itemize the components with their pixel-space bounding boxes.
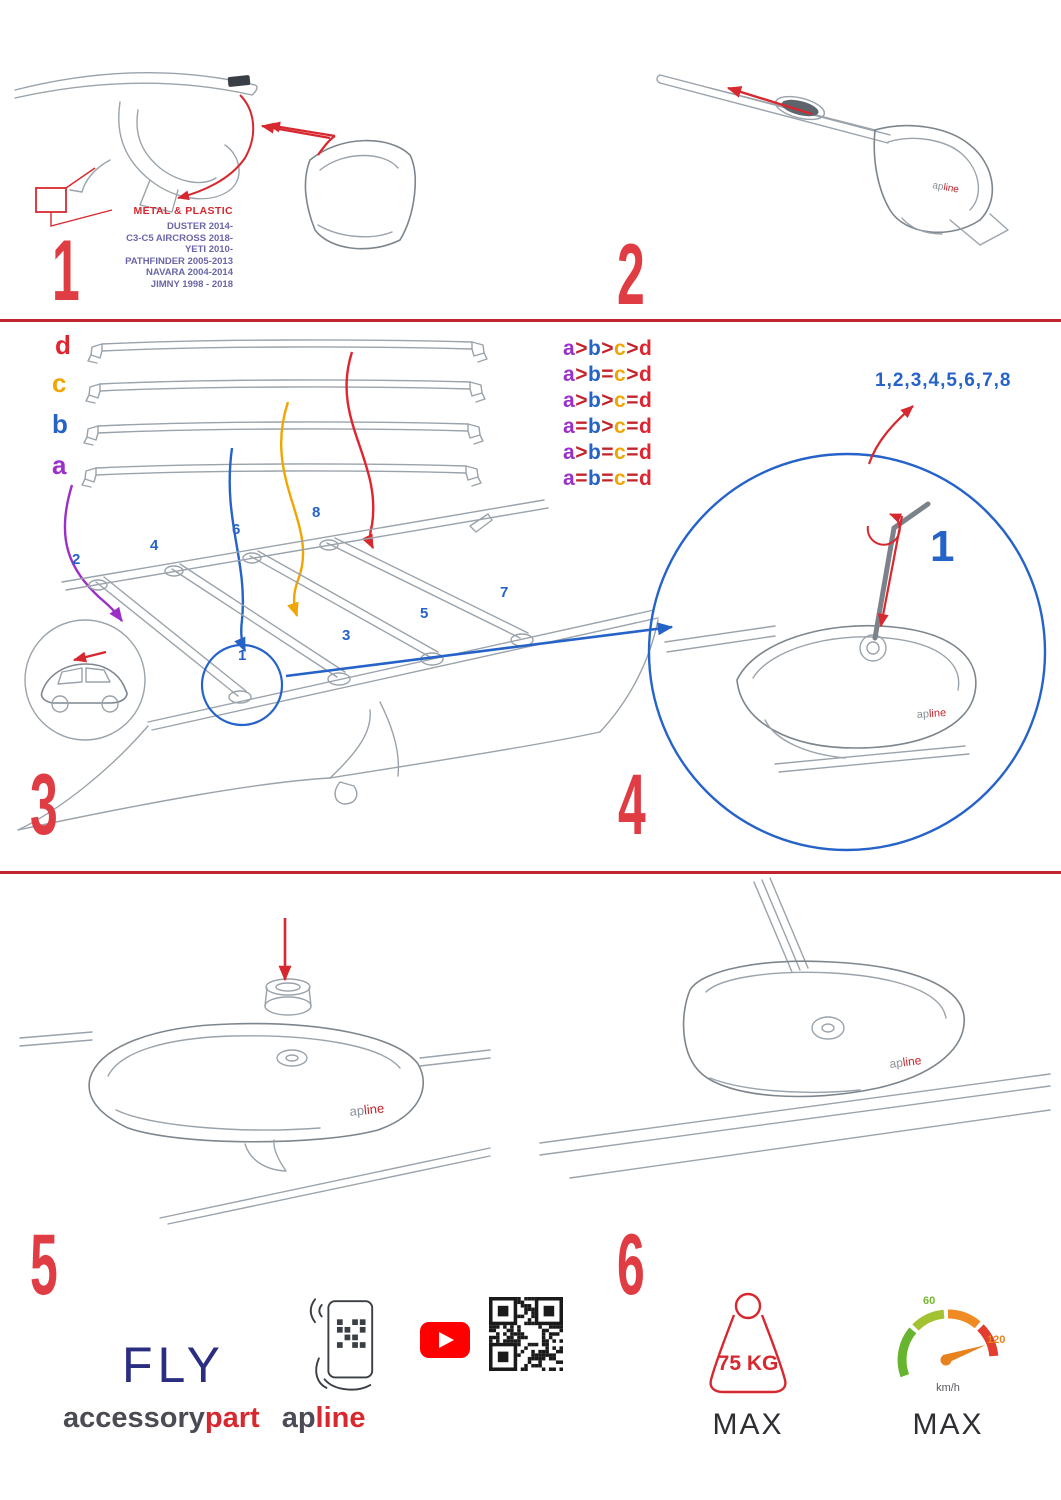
press-arrow [877, 515, 904, 628]
section-divider-top [0, 319, 1061, 322]
play-icon [439, 1332, 454, 1348]
step4-number: 4 [618, 757, 646, 853]
relation-row: a>b=c>d [563, 363, 653, 386]
position-4: 4 [150, 537, 159, 554]
product-logo-text: line [363, 1100, 385, 1117]
rotate-arrow [866, 513, 903, 546]
mounted-bars [88, 537, 534, 704]
needle [943, 1345, 986, 1365]
zoom-circle-drawing: apline [647, 405, 1047, 852]
brand-line: line [315, 1402, 366, 1434]
position-5: 5 [420, 605, 429, 622]
allen-key [872, 501, 931, 641]
speed-unit-label: km/h [936, 1382, 960, 1394]
guide-line-a [63, 484, 123, 622]
relation-row: a=b>c=d [563, 415, 653, 438]
product-logo-text: line [929, 707, 947, 720]
mounted-foot-drawing: apline [539, 877, 1051, 1179]
model-item: YETI 2010- [184, 244, 233, 255]
brand-part: part [204, 1402, 260, 1434]
bar-label-a: a [52, 450, 67, 480]
brand-accessory: accessory [63, 1402, 205, 1434]
logo-chip [227, 75, 251, 87]
car-inset [24, 619, 146, 741]
svg-text:apline: apline [349, 1100, 385, 1119]
guide-line-b [228, 447, 247, 653]
speed-max-label: MAX [912, 1408, 984, 1441]
highlight-circle [200, 643, 284, 727]
knob-drawing: apline [19, 918, 491, 1225]
qr-code [489, 1297, 563, 1371]
position-6: 6 [232, 521, 241, 538]
bar-c [85, 379, 486, 404]
bar-label-d: d [55, 330, 71, 360]
product-logo-text: ap [349, 1103, 365, 1119]
model-item: C3-C5 AIRCROSS 2018- [126, 232, 233, 244]
position-7: 7 [500, 584, 509, 601]
guide-line-c [279, 401, 305, 618]
guide-line-d [345, 351, 375, 550]
position-1: 1 [238, 647, 247, 664]
fly-logo: FLY [122, 1337, 225, 1393]
phone-qr-pattern [336, 1319, 366, 1348]
position-3: 3 [342, 627, 351, 644]
svg-text:apline: apline [931, 180, 960, 196]
material-label: METAL & PLASTIC [133, 205, 233, 217]
position-2: 2 [72, 551, 81, 568]
bar-a [81, 463, 482, 488]
roof-diagram [17, 339, 674, 831]
zoom-arrow [285, 622, 674, 678]
bar-label-b: b [52, 409, 68, 439]
car-body-sketch [17, 513, 659, 831]
step2-number: 2 [617, 227, 645, 323]
tightening-sequence: 1,2,3,4,5,6,7,8 [875, 370, 1012, 391]
bar-d [87, 339, 488, 364]
speed-low-label: 60 [923, 1295, 935, 1307]
step5-number: 5 [30, 1217, 58, 1313]
product-logo-text: ap [931, 180, 944, 193]
sequence-arrow [867, 405, 914, 465]
svg-text:apline: apline [916, 707, 946, 721]
model-list: DUSTER 2014-C3-C5 AIRCROSS 2018-YETI 201… [88, 221, 233, 290]
position-8: 8 [312, 504, 321, 521]
bar-label-c: c [52, 368, 67, 398]
step3-number: 3 [30, 757, 58, 853]
product-logo-text: line [902, 1053, 923, 1069]
relation-list: a>b>c>d a>b=c>d a>b>c=d a=b>c=d a>b=c=d a=b=c… [563, 336, 652, 492]
model-item: NAVARA 2004-2014 [146, 267, 233, 278]
relation-row: a>b>c>d [563, 337, 653, 360]
product-logo-text: ap [916, 708, 929, 721]
youtube-icon [420, 1322, 470, 1358]
step2-drawing: apline [656, 74, 1009, 246]
model-item: DUSTER 2014- [167, 221, 233, 232]
relation-row: a=b=c=d [563, 467, 653, 490]
relation-row: a>b>c=d [563, 389, 653, 412]
step6-number: 6 [617, 1217, 645, 1313]
callout-number: 1 [930, 522, 955, 571]
product-logo-text: ap [889, 1055, 904, 1071]
zoom-circle [647, 452, 1047, 852]
step1-drawing [14, 71, 416, 250]
svg-text:apline: apline [889, 1053, 923, 1071]
phone-scan-icon [309, 1298, 374, 1391]
speed-high-label: 120 [987, 1334, 1005, 1346]
speedometer-icon: 60 120 km/h [897, 1295, 1005, 1394]
relation-row: a>b=c=d [563, 441, 653, 464]
weight-value: 75 KG [718, 1352, 779, 1375]
knob [264, 978, 312, 1016]
product-logo-text: line [942, 182, 960, 196]
weight-max-label: MAX [712, 1408, 784, 1441]
brand-ap: ap [281, 1402, 316, 1434]
model-item: PATHFINDER 2005-2013 [125, 255, 233, 267]
weight-icon: 75 KG [709, 1292, 787, 1394]
model-item: JIMNY 1998 - 2018 [150, 278, 233, 290]
section-divider-bottom [0, 871, 1061, 874]
step1-number: 1 [52, 223, 80, 319]
